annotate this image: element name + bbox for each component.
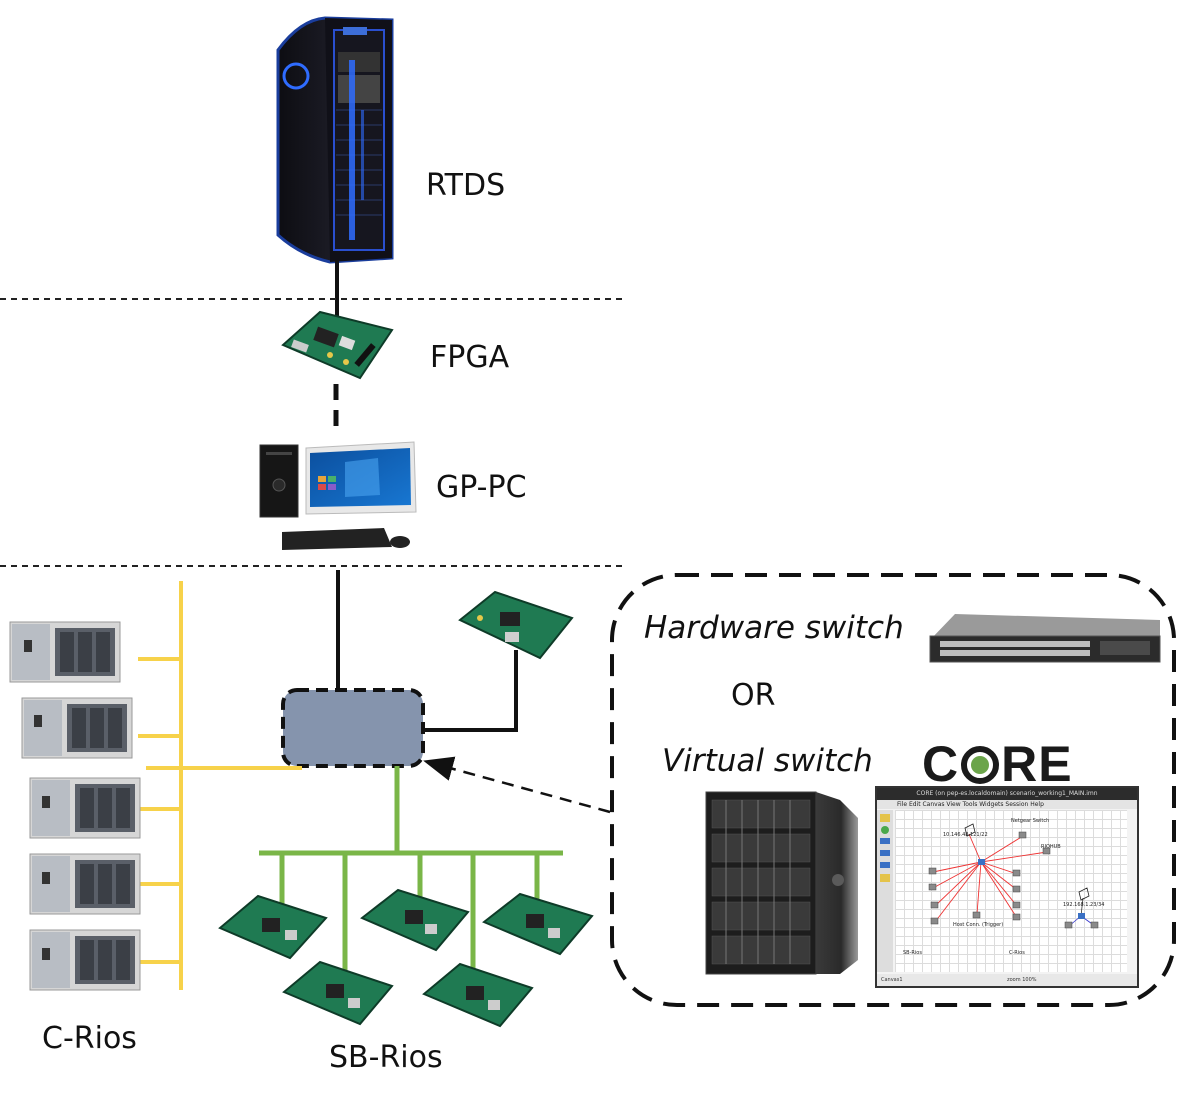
c-rio-chassis-icon [9, 621, 121, 683]
c-rio-chassis-icon [29, 929, 141, 991]
or-label: OR [731, 678, 776, 713]
sb-rio-board-icon [282, 960, 394, 1026]
core-node-label: SB-Rios [903, 950, 922, 956]
hardware-switch-label: Hardware switch [644, 610, 904, 646]
core-logo-mark [961, 746, 1000, 784]
rtds-label: RTDS [426, 168, 506, 203]
core-toolbar [877, 810, 893, 972]
core-screenshot: CORE (on pep-es.localdomain) scenario_wo… [875, 786, 1139, 988]
c-rios-label: C-Rios [42, 1021, 137, 1056]
hardware-switch-icon [929, 614, 1161, 663]
core-window-title: CORE (on pep-es.localdomain) scenario_wo… [877, 788, 1137, 800]
core-node-label: 192.168.1.23/34 [1063, 902, 1105, 908]
core-node-label: 10.146.48.121/22 [943, 832, 988, 838]
core-node-label: C-Rios [1009, 950, 1025, 956]
c-rio-chassis-icon [21, 697, 133, 759]
yellow-bus [138, 581, 302, 990]
c-rio-chassis-icon [29, 777, 141, 839]
switch-board-link [423, 650, 518, 732]
c-rio-chassis-icon [29, 853, 141, 915]
sb-rios-label: SB-Rios [329, 1040, 443, 1075]
desktop-pc-icon [259, 441, 417, 550]
sb-rio-board-icon [360, 888, 470, 952]
sb-rio-board-icon [482, 892, 594, 956]
core-status-bar: Canvas1 zoom 100% [877, 974, 1137, 986]
core-canvas: 10.146.48.121/22 Netgear Switch RIOHUB H… [895, 810, 1127, 972]
gp-pc-label: GP-PC [436, 470, 527, 505]
core-node-label: RIOHUB [1041, 844, 1061, 850]
fpga-board-icon [281, 310, 394, 380]
fpga-label: FPGA [430, 340, 510, 375]
core-status-zoom: zoom 100% [1007, 977, 1037, 983]
core-node-label: Netgear Switch [1011, 818, 1050, 824]
options-arrow [423, 756, 611, 814]
rtds-cabinet-icon [276, 16, 394, 264]
server-tower-icon [705, 791, 858, 975]
virtual-switch-label: Virtual switch [662, 743, 873, 779]
sb-rio-board-icon [422, 962, 534, 1028]
core-node-label: Host Conn. (Trigger) [953, 922, 1004, 928]
sb-rio-board-icon [218, 894, 328, 960]
core-menu-bar: File Edit Canvas View Tools Widgets Sess… [877, 800, 1137, 809]
green-bus [259, 766, 563, 975]
network-switch-box [281, 688, 425, 768]
core-status-canvas: Canvas1 [881, 977, 903, 983]
switch-options-group [610, 573, 1176, 1007]
rio-board-icon [458, 590, 574, 660]
